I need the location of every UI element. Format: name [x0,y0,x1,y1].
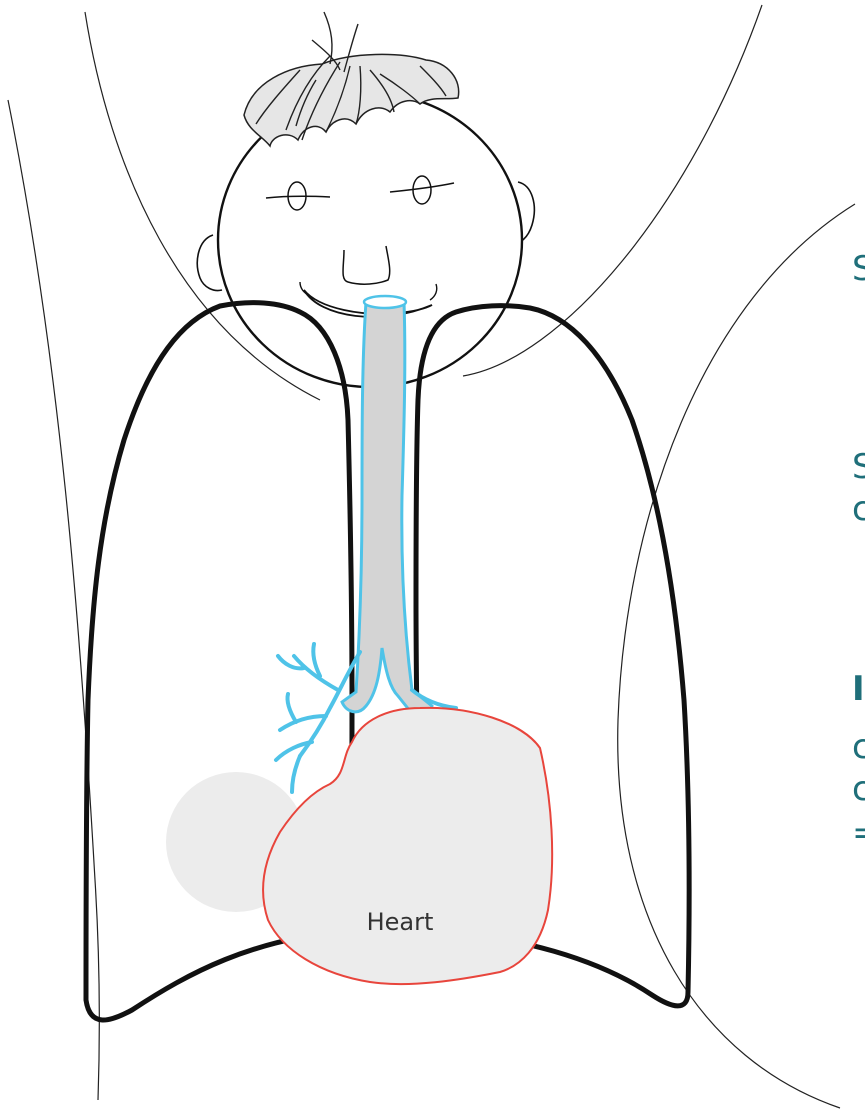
heart-label: Heart [367,908,434,936]
side-text-fragment-5: c [852,730,865,764]
side-text-fragment-3: c [852,492,865,526]
side-text-fragment-6: c [852,772,865,806]
right-outer-body-line [618,204,855,1108]
trachea-opening [364,296,406,308]
side-text-fragment-7: = [852,816,865,850]
side-text-fragment-4: I [852,672,865,706]
side-text-fragment-1: S [852,252,865,286]
heart: Heart [166,708,552,984]
side-text-fragment-2: S [852,450,865,484]
